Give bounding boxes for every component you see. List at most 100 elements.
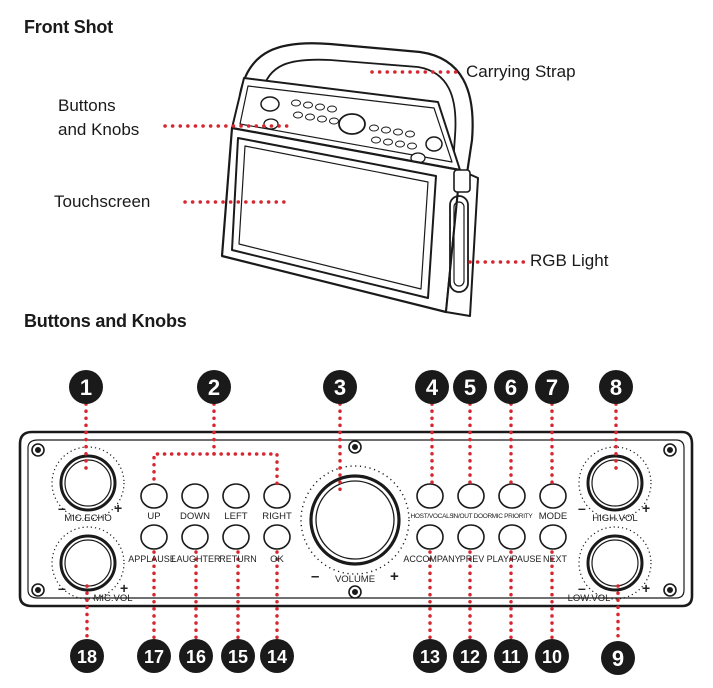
volume-minus: – <box>311 568 320 585</box>
svg-text:6: 6 <box>505 375 517 400</box>
badge-16: 16 <box>179 639 213 673</box>
low-vol-minus: – <box>578 580 586 596</box>
low-vol-plus: + <box>642 580 651 596</box>
badge-12: 12 <box>453 639 487 673</box>
svg-text:7: 7 <box>546 375 558 400</box>
svg-text:17: 17 <box>144 647 164 667</box>
badge-3: 3 <box>323 370 357 404</box>
svg-text:10: 10 <box>542 647 562 667</box>
badge-15: 15 <box>221 639 255 673</box>
applause-label: APPLAUSE <box>128 554 176 564</box>
mic-vol-minus: – <box>58 580 66 596</box>
badge-2: 2 <box>197 370 231 404</box>
svg-text:14: 14 <box>267 647 287 667</box>
buttons-knobs-heading: Buttons and Knobs <box>24 311 187 331</box>
buttons-knobs-label-line1: Buttons <box>58 96 116 115</box>
button-mode <box>539 483 567 509</box>
svg-text:4: 4 <box>426 375 439 400</box>
badge-8: 8 <box>599 370 633 404</box>
return-label: RETURN <box>219 554 257 564</box>
panel-buttons <box>140 483 567 550</box>
button-play-pause <box>498 524 526 550</box>
number-badges: 1 2 3 4 5 6 7 8 9 10 11 12 13 14 15 16 1… <box>69 370 635 675</box>
button-left <box>222 483 250 509</box>
button-ok <box>263 524 291 550</box>
accompany-label: ACCOMPANY <box>403 554 461 564</box>
button-right <box>263 483 291 509</box>
button-down <box>181 483 209 509</box>
front-shot-heading: Front Shot <box>24 17 113 37</box>
svg-text:8: 8 <box>610 375 622 400</box>
svg-text:15: 15 <box>228 647 248 667</box>
svg-text:1: 1 <box>80 375 92 400</box>
carrying-strap-label: Carrying Strap <box>466 62 576 81</box>
badge-17: 17 <box>137 639 171 673</box>
svg-text:13: 13 <box>420 647 440 667</box>
svg-text:2: 2 <box>208 375 220 400</box>
button-host-vocals <box>416 483 444 509</box>
knob-high-vol <box>578 446 652 520</box>
button-laughter <box>181 524 209 550</box>
ok-label: OK <box>270 554 284 565</box>
control-panel <box>18 430 694 608</box>
badge-13: 13 <box>413 639 447 673</box>
svg-text:12: 12 <box>460 647 480 667</box>
svg-text:5: 5 <box>464 375 476 400</box>
high-vol-label: HIGH.VOL <box>592 513 638 524</box>
knob-low-vol <box>578 526 652 600</box>
badge-1: 1 <box>69 370 103 404</box>
badge-9: 9 <box>601 641 635 675</box>
high-vol-plus: + <box>642 500 651 516</box>
volume-label: VOLUME <box>334 574 376 585</box>
badge-10: 10 <box>535 639 569 673</box>
button-mic-priority <box>498 483 526 509</box>
prev-label: PREV <box>459 554 485 564</box>
button-return <box>222 524 250 550</box>
button-applause <box>140 524 168 550</box>
button-up <box>140 483 168 509</box>
badge-4: 4 <box>415 370 449 404</box>
mode-label: MODE <box>538 511 568 522</box>
right-label: RIGHT <box>262 511 292 522</box>
down-label: DOWN <box>179 511 211 522</box>
mic-echo-label: MIC.ECHO <box>64 513 112 524</box>
badge-6: 6 <box>494 370 528 404</box>
mic-priority-label: MIC PRIORITY <box>491 513 533 520</box>
badge-18: 18 <box>70 639 104 673</box>
mic-echo-plus: + <box>114 500 123 516</box>
left-label: LEFT <box>224 511 248 522</box>
low-vol-label: LOW.VOL <box>567 593 611 604</box>
play-pause-label: PLAY/PAUSE <box>486 554 542 564</box>
buttons-knobs-label-line2: and Knobs <box>58 120 140 139</box>
host-vocals-label: HOST/VOCALS <box>410 513 454 520</box>
speaker-device-illustration <box>220 42 479 317</box>
button-in-out-door <box>457 483 485 509</box>
mic-echo-minus: – <box>58 500 66 516</box>
svg-text:16: 16 <box>186 647 206 667</box>
svg-text:3: 3 <box>334 375 346 400</box>
next-label: NEXT <box>542 554 568 564</box>
knob-volume <box>300 465 410 575</box>
rgb-light-label: RGB Light <box>530 251 609 270</box>
volume-plus: + <box>390 568 399 585</box>
front-leader-lines <box>163 70 528 264</box>
svg-text:18: 18 <box>77 647 97 667</box>
badge-11: 11 <box>494 639 528 673</box>
button-accompany <box>416 524 444 550</box>
up-label: UP <box>147 511 161 522</box>
button-next <box>539 524 567 550</box>
high-vol-minus: – <box>578 500 586 516</box>
panel-leader-lines <box>84 402 620 644</box>
laughter-label: LAUGHTER <box>171 554 221 564</box>
svg-text:11: 11 <box>501 647 520 667</box>
badge-14: 14 <box>260 639 294 673</box>
mic-vol-label: MIC.VOL <box>93 593 133 604</box>
touchscreen-label: Touchscreen <box>54 192 151 211</box>
in-out-door-label: IN/OUT DOOR <box>452 513 492 520</box>
badge-7: 7 <box>535 370 569 404</box>
badge-5: 5 <box>453 370 487 404</box>
button-prev <box>457 524 485 550</box>
knob-mic-echo <box>51 446 125 520</box>
svg-text:9: 9 <box>612 646 624 671</box>
